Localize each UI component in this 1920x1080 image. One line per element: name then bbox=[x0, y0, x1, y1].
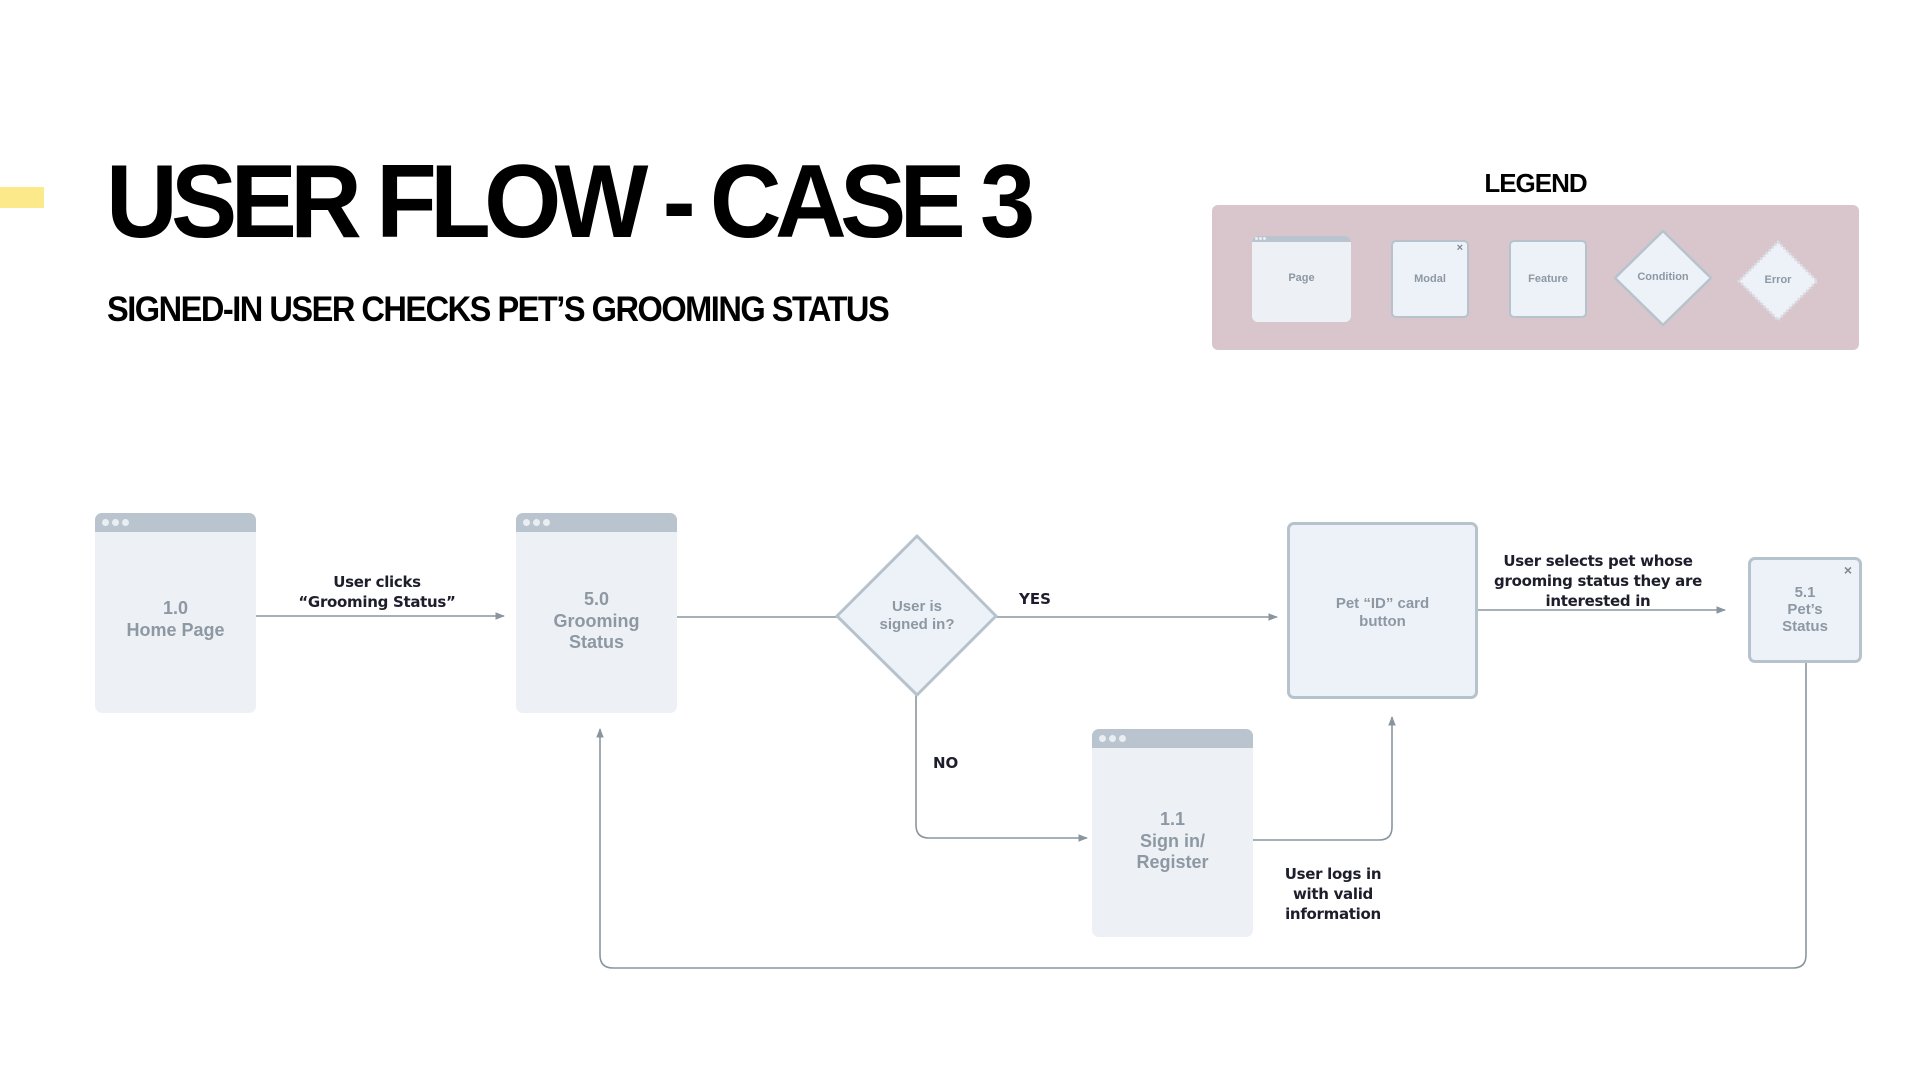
node-number: 5.1 bbox=[1794, 584, 1816, 601]
edge-label-line: User selects pet whose bbox=[1503, 552, 1693, 570]
legend-title: LEGEND bbox=[1484, 168, 1587, 198]
edge-signin-to-card bbox=[1253, 716, 1396, 841]
node-pets-status-modal[interactable]: × 5.1 Pet’s Status bbox=[1748, 557, 1862, 663]
legend-page-label: Page bbox=[1288, 272, 1315, 284]
node-name-line: Register bbox=[1136, 852, 1209, 873]
window-dots-icon bbox=[102, 519, 129, 526]
no-label: NO bbox=[933, 754, 959, 772]
condition-diamond bbox=[1613, 229, 1713, 327]
condition-label: User is signed in? bbox=[834, 598, 1000, 634]
edge-label-card-to-status: User selects pet whose grooming status t… bbox=[1488, 551, 1708, 611]
window-bar bbox=[95, 513, 256, 532]
edge-label-line: “Grooming Status” bbox=[298, 593, 456, 611]
legend-error-label: Error bbox=[1764, 274, 1792, 286]
edge-label-signin-to-card: User logs in with valid information bbox=[1273, 864, 1393, 924]
edge-label-line: interested in bbox=[1545, 592, 1651, 610]
legend-page-shape: Page bbox=[1252, 236, 1351, 322]
window-dots-icon bbox=[523, 519, 550, 526]
window-bar bbox=[1252, 236, 1351, 242]
legend-feature-shape: Feature bbox=[1509, 240, 1587, 318]
node-name: Home Page bbox=[126, 619, 225, 640]
node-number: 1.1 bbox=[1159, 809, 1186, 829]
legend-error-shape bbox=[1736, 239, 1820, 323]
close-icon[interactable]: × bbox=[1843, 562, 1852, 578]
edge-no-to-signin bbox=[915, 695, 1088, 842]
yes-label: YES bbox=[1019, 590, 1051, 608]
node-pet-id-card[interactable]: Pet “ID” card button bbox=[1287, 522, 1478, 699]
node-name-line: Sign in/ bbox=[1140, 830, 1205, 851]
edge-label-line: with valid bbox=[1293, 885, 1373, 903]
error-diamond bbox=[1736, 239, 1820, 323]
legend-feature-label: Feature bbox=[1528, 273, 1568, 285]
node-label-line: button bbox=[1359, 613, 1406, 630]
condition-label-line: User is bbox=[891, 598, 943, 615]
accent-bar bbox=[0, 187, 44, 208]
page-subtitle: SIGNED-IN USER CHECKS PET’S GROOMING STA… bbox=[107, 290, 890, 329]
legend-condition-shape bbox=[1613, 229, 1713, 327]
node-sign-in-register[interactable]: 1.1 Sign in/ Register bbox=[1092, 729, 1253, 937]
edge-label-home-to-grooming: User clicks “Grooming Status” bbox=[297, 572, 457, 612]
edge-status-back-to-grooming bbox=[596, 663, 1807, 969]
close-icon: × bbox=[1456, 242, 1463, 254]
edge-label-line: User clicks bbox=[333, 573, 421, 591]
window-bar bbox=[516, 513, 677, 532]
condition-diamond bbox=[835, 534, 998, 697]
legend-modal-shape: × Modal bbox=[1391, 240, 1469, 318]
node-name-line: Pet’s bbox=[1787, 601, 1823, 618]
window-bar bbox=[1092, 729, 1253, 748]
window-dots-icon bbox=[1255, 237, 1266, 240]
page-title: USER FLOW - CASE 3 bbox=[106, 144, 1035, 260]
node-name-line: Status bbox=[1782, 618, 1828, 635]
node-signed-in-condition[interactable] bbox=[834, 533, 1000, 699]
edge-label-line: grooming status they are bbox=[1494, 572, 1702, 590]
window-dots-icon bbox=[1099, 735, 1126, 742]
node-name-line: Status bbox=[568, 632, 624, 653]
edge-label-line: User logs in bbox=[1284, 865, 1382, 883]
node-name-line: Grooming bbox=[553, 610, 640, 631]
legend-condition-label: Condition bbox=[1637, 271, 1689, 283]
legend-modal-label: Modal bbox=[1414, 273, 1446, 285]
node-number: 5.0 bbox=[583, 589, 610, 609]
node-number: 1.0 bbox=[162, 598, 189, 618]
node-grooming-status[interactable]: 5.0 Grooming Status bbox=[516, 513, 677, 713]
node-label-line: Pet “ID” card bbox=[1335, 595, 1430, 612]
edge-label-line: information bbox=[1285, 905, 1381, 923]
node-home-page[interactable]: 1.0 Home Page bbox=[95, 513, 256, 713]
condition-label-line: signed in? bbox=[879, 616, 955, 633]
